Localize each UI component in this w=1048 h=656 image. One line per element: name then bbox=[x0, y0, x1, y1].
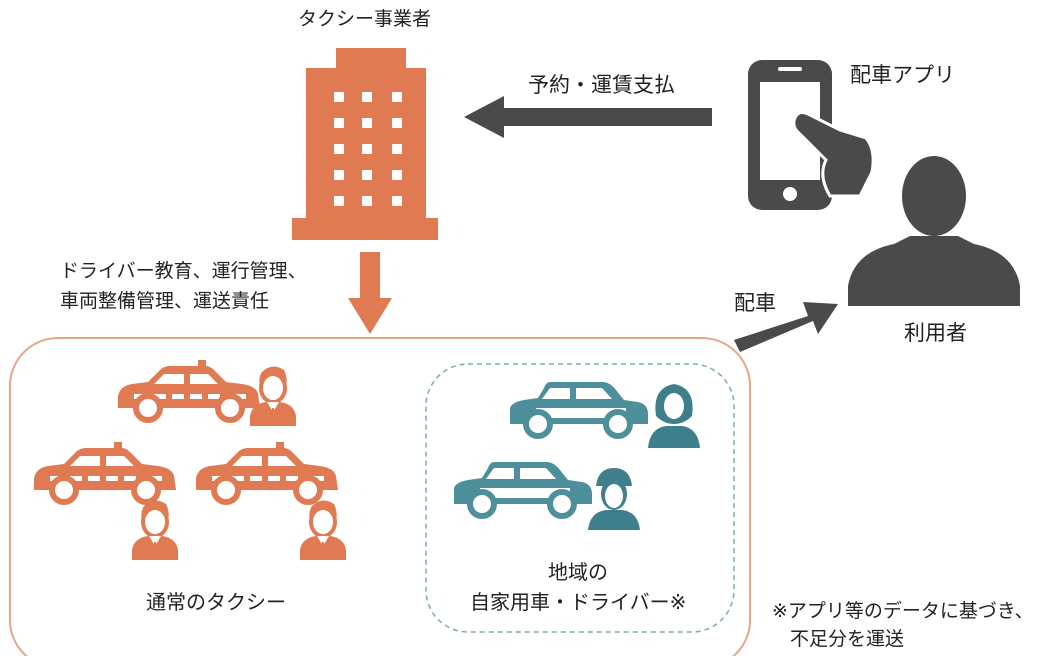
local-driver-man-icon bbox=[588, 468, 640, 530]
operator-duties-line1: ドライバー教育、運行管理、 bbox=[60, 260, 307, 282]
driver-icon bbox=[130, 498, 180, 562]
operator-label: タクシー事業者 bbox=[298, 8, 432, 30]
regular-taxi-label: 通常のタクシー bbox=[146, 590, 286, 614]
service-area-boundary bbox=[9, 337, 751, 656]
private-car-icon bbox=[454, 462, 592, 516]
footnote-line2: 不足分を運送 bbox=[790, 628, 905, 650]
tapping-hand-icon bbox=[792, 110, 875, 198]
local-driver-woman-icon bbox=[648, 384, 700, 448]
driver-icon bbox=[298, 498, 348, 562]
user-silhouette-icon bbox=[848, 156, 1020, 306]
taxi-icon bbox=[196, 442, 338, 502]
dispatch-label: 配車 bbox=[734, 291, 776, 315]
office-building-icon bbox=[292, 48, 438, 240]
dispatch-app-label: 配車アプリ bbox=[850, 63, 955, 87]
management-down-arrow bbox=[348, 252, 392, 334]
taxi-icon bbox=[34, 442, 176, 502]
local-driver-boundary bbox=[425, 363, 735, 633]
private-car-icon bbox=[510, 382, 648, 436]
operator-duties-line2: 車両整備管理、運送責任 bbox=[60, 290, 270, 312]
footnote-line1: ※アプリ等のデータに基づき、 bbox=[772, 600, 1034, 622]
local-drivers-label-line1: 地域の bbox=[548, 560, 608, 584]
booking-payment-label: 予約・運賃支払 bbox=[528, 73, 675, 97]
taxi-icon bbox=[118, 360, 260, 420]
local-drivers-label-line2: 自家用車・ドライバー※ bbox=[470, 590, 687, 614]
dispatch-arrow bbox=[734, 302, 838, 352]
user-label: 利用者 bbox=[904, 321, 967, 345]
booking-arrow bbox=[464, 96, 712, 138]
